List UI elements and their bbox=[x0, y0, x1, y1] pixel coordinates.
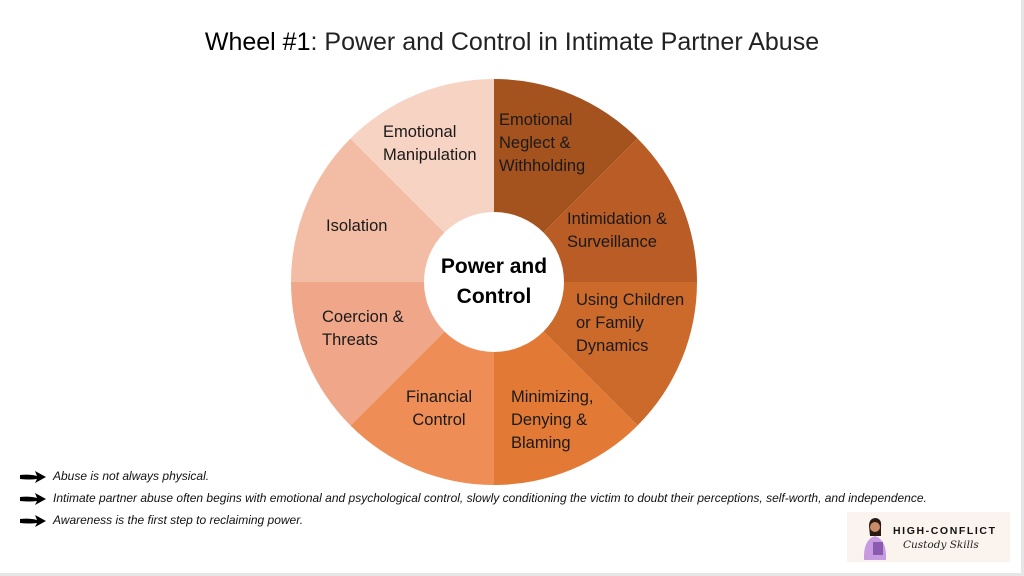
arrow-icon bbox=[20, 515, 46, 527]
bullet-item: Abuse is not always physical. bbox=[20, 470, 1000, 483]
segment-label-minimizing: Minimizing,Denying &Blaming bbox=[511, 388, 594, 452]
bullet-item: Intimate partner abuse often begins with… bbox=[20, 492, 1000, 505]
woman-illustration-icon bbox=[863, 518, 887, 560]
segment-label-intimidation: Intimidation &Surveillance bbox=[567, 210, 667, 251]
segment-label-isolation: Isolation bbox=[326, 217, 388, 235]
wheel-segment bbox=[543, 138, 697, 282]
arrow-icon bbox=[20, 493, 46, 505]
wheel-segment bbox=[350, 79, 494, 233]
title-rest: : Power and Control in Intimate Partner … bbox=[310, 28, 820, 56]
wheel-segment bbox=[494, 331, 638, 485]
bullet-list: Abuse is not always physical. Intimate p… bbox=[20, 470, 1000, 536]
slide-title: Wheel #1: Power and Control in Intimate … bbox=[0, 28, 1024, 57]
wheel-segment bbox=[543, 282, 697, 426]
wheel-segment bbox=[494, 79, 638, 233]
wheel-segment bbox=[291, 282, 445, 426]
wheel-segment bbox=[350, 331, 494, 485]
brand-logo: HIGH-CONFLICT Custody Skills bbox=[847, 512, 1010, 562]
segment-label-coercion: Coercion &Threats bbox=[322, 308, 404, 349]
bullet-item: Awareness is the first step to reclaimin… bbox=[20, 514, 1000, 527]
wheel-segment bbox=[291, 138, 445, 282]
arrow-icon bbox=[20, 471, 46, 483]
title-lead: Wheel #1 bbox=[204, 28, 311, 56]
